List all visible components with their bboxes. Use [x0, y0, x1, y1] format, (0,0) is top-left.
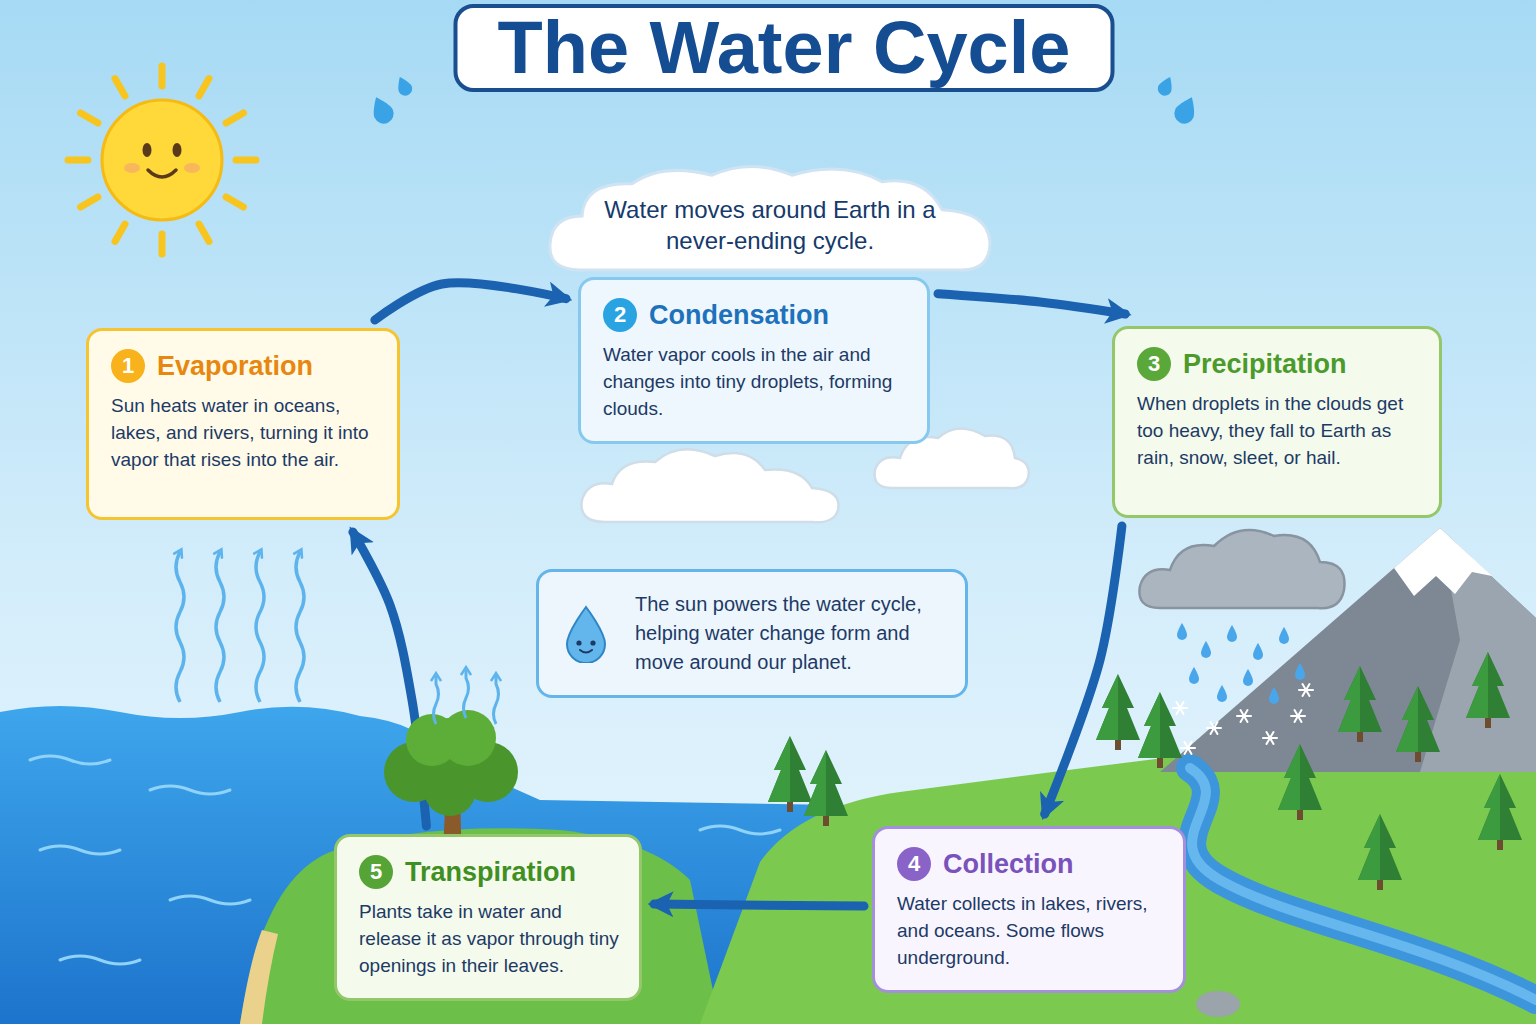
note-text: The sun powers the water cycle, helping … [635, 590, 945, 677]
step-header: 5 Transpiration [359, 855, 619, 889]
step-header: 1 Evaporation [111, 349, 377, 383]
step-box: 5 TranspirationPlants take in water and r… [334, 834, 642, 1001]
note-box: The sun powers the water cycle, helping … [536, 569, 968, 698]
step-heading: Precipitation [1183, 348, 1347, 380]
step-number: 2 [603, 298, 637, 332]
step-heading: Transpiration [405, 856, 576, 888]
river [1190, 768, 1536, 1000]
step-header: 4 Collection [897, 847, 1163, 881]
step-number: 5 [359, 855, 393, 889]
step-box: 2 CondensationWater vapor cools in the ai… [578, 277, 930, 444]
step-description: Sun heats water in oceans, lakes, and ri… [111, 393, 377, 474]
flow-arrow [375, 283, 566, 320]
cloud-shape [550, 167, 990, 270]
transpiration-vapor [434, 670, 499, 724]
step-number: 3 [1137, 347, 1171, 381]
step-description: When droplets in the clouds get too heav… [1137, 391, 1419, 472]
step-description: Water vapor cools in the air and changes… [603, 342, 907, 423]
flow-arrow [1045, 526, 1122, 814]
step-heading: Collection [943, 848, 1074, 880]
flow-arrow [938, 294, 1125, 314]
step-description: Water collects in lakes, rivers, and oce… [897, 891, 1163, 972]
rain-cloud [1139, 530, 1344, 754]
left-land [240, 828, 720, 1024]
rock [1196, 991, 1240, 1017]
title-box: The Water Cycle [454, 4, 1115, 92]
step-header: 3 Precipitation [1137, 347, 1419, 381]
beach [240, 930, 278, 1024]
step-heading: Condensation [649, 299, 829, 331]
step-header: 2 Condensation [603, 298, 907, 332]
evaporation-vapor [176, 552, 304, 702]
flow-arrow [654, 904, 864, 906]
subtitle-cloud: Water moves around Earth in a never-endi… [540, 158, 1000, 276]
subtitle-text: Water moves around Earth in a never-endi… [590, 194, 950, 256]
droplet-icon [563, 605, 609, 663]
sun [68, 66, 256, 254]
step-number: 4 [897, 847, 931, 881]
step-box: 4 CollectionWater collects in lakes, rive… [872, 826, 1186, 993]
diagram-title: The Water Cycle [498, 6, 1071, 89]
step-box: 1 EvaporationSun heats water in oceans, l… [86, 328, 400, 520]
step-description: Plants take in water and release it as v… [359, 899, 619, 980]
step-number: 1 [111, 349, 145, 383]
step-heading: Evaporation [157, 350, 313, 382]
step-box: 3 PrecipitationWhen droplets in the cloud… [1112, 326, 1442, 518]
